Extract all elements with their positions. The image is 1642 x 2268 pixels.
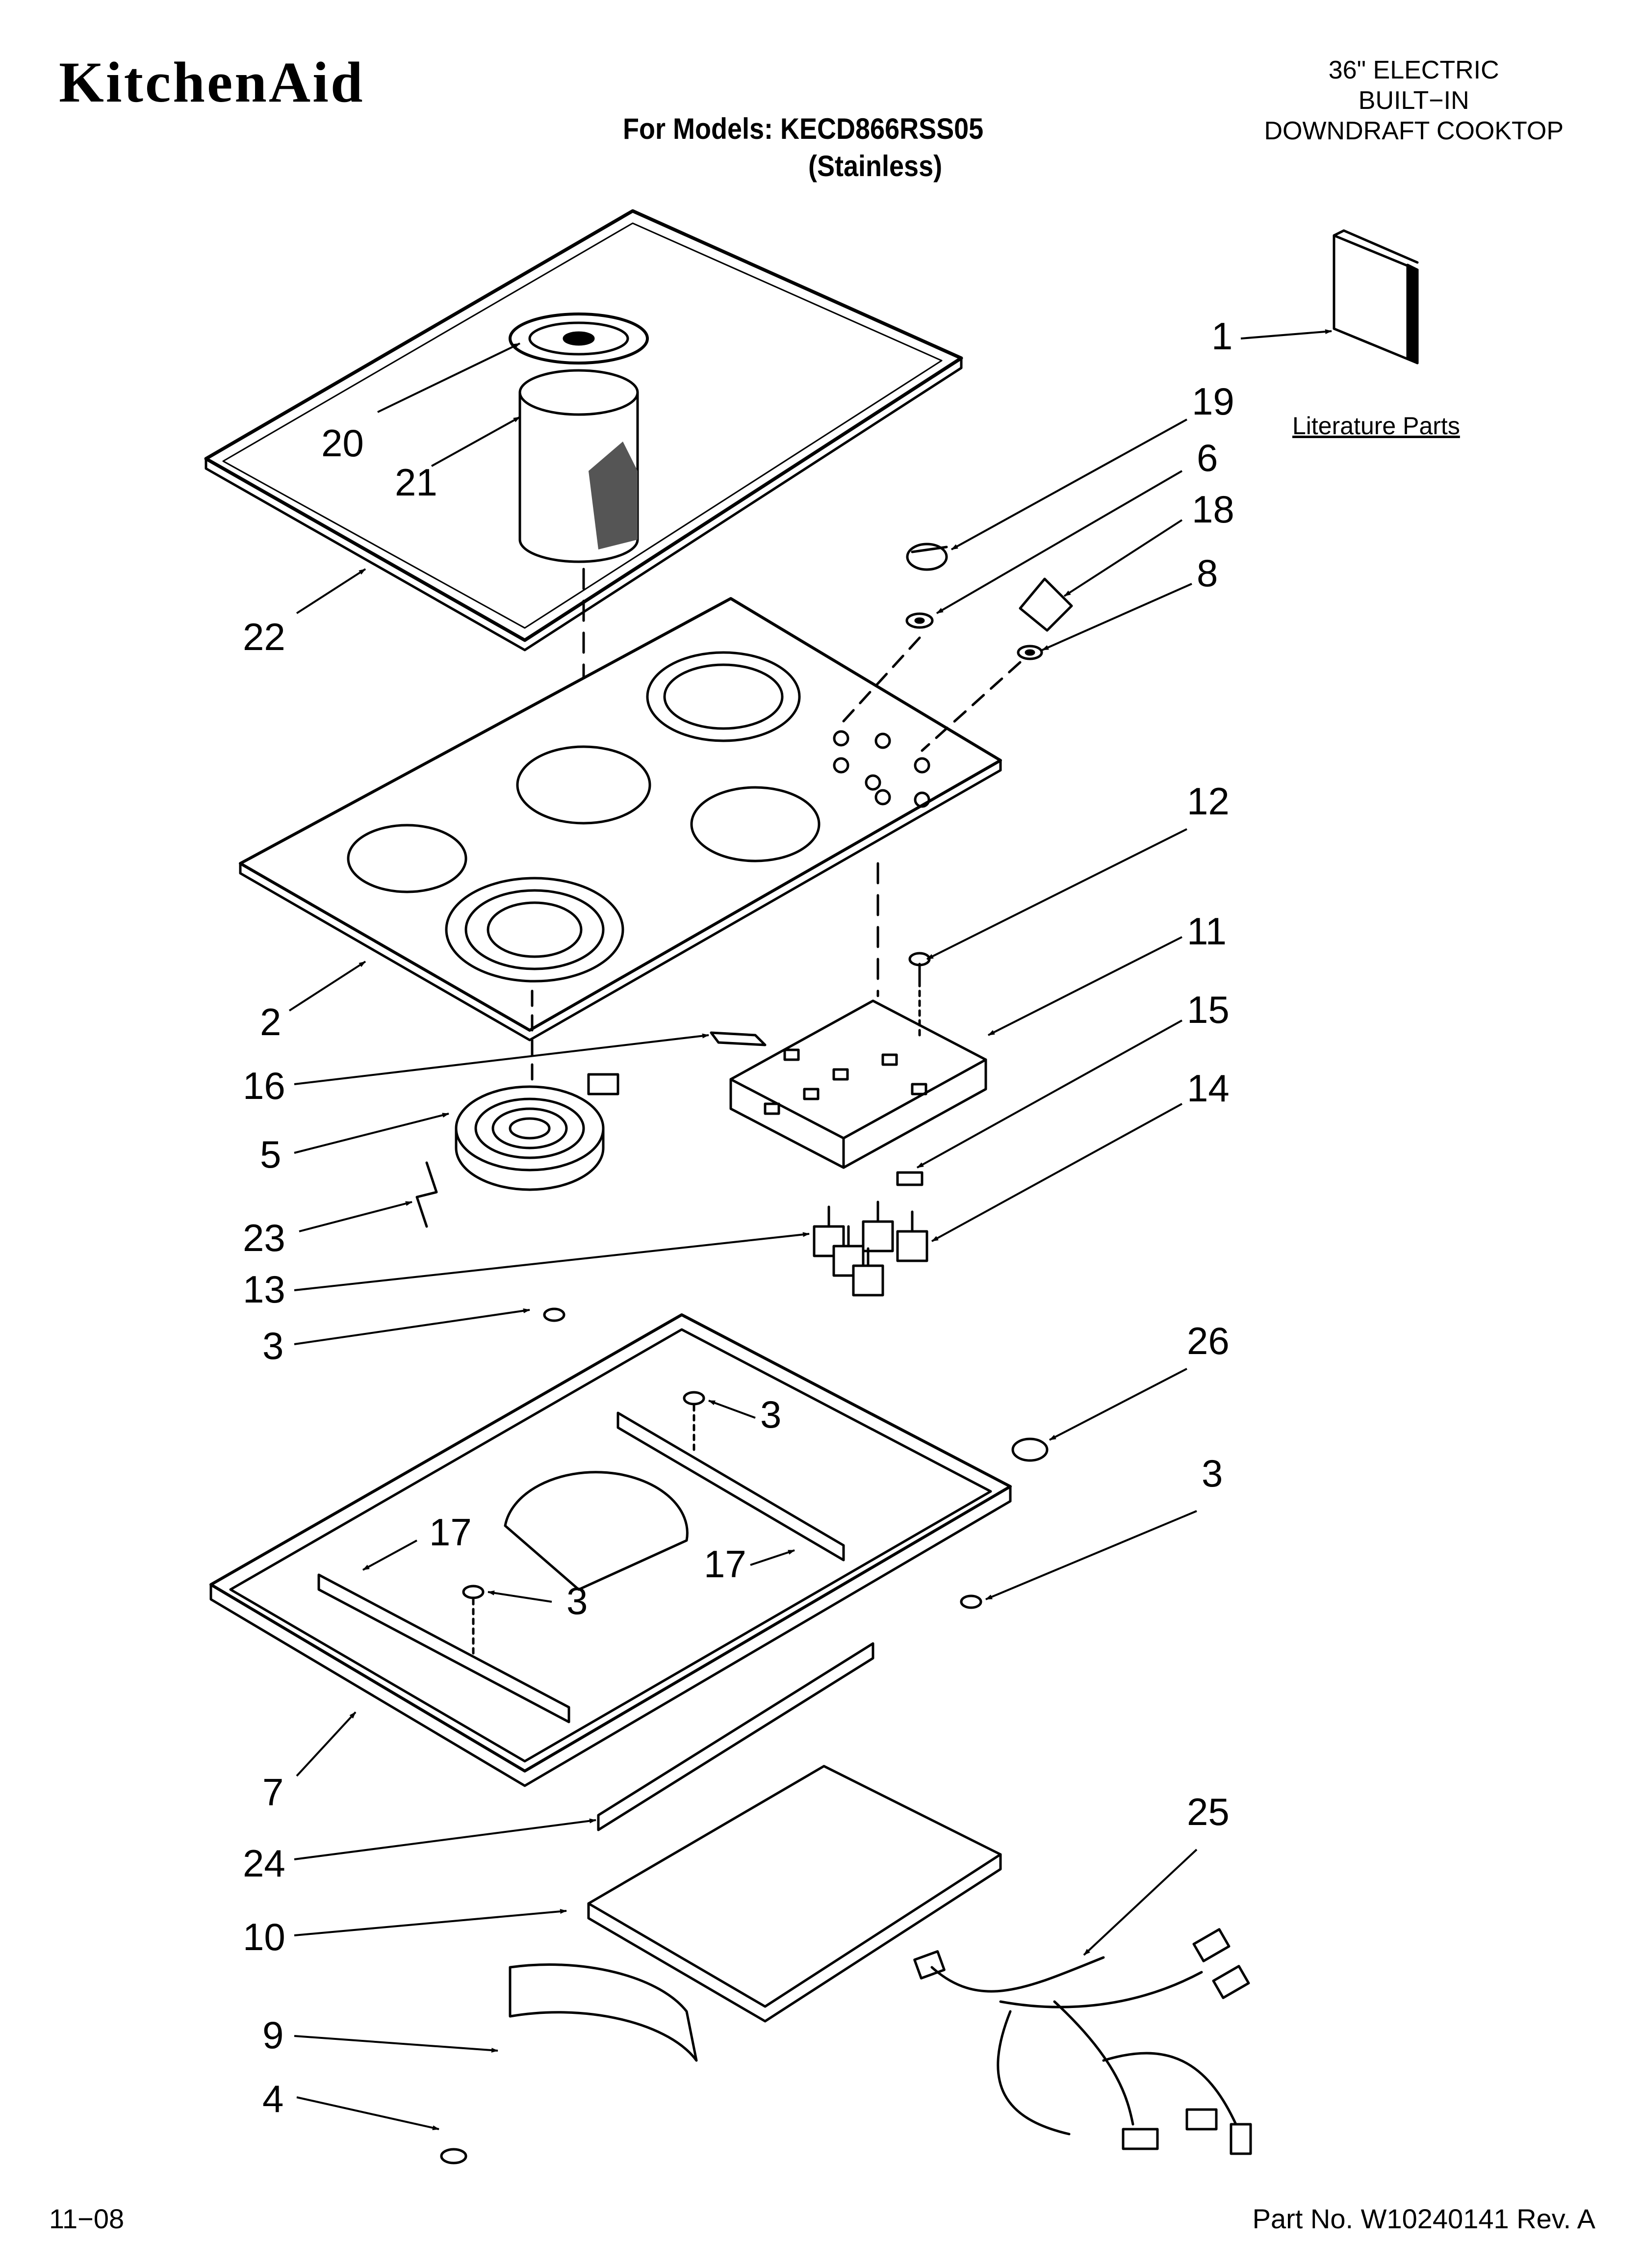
brand-logo: KitchenAid bbox=[59, 50, 365, 114]
models-heading: For Models: KECD866RSS05 (Stainless) bbox=[623, 110, 983, 185]
radiant-element bbox=[455, 1073, 619, 1191]
leader-12 bbox=[926, 828, 1187, 960]
rail-24 bbox=[597, 1642, 874, 1831]
grommet-26 bbox=[1011, 1437, 1049, 1462]
callout-1: 1 bbox=[1211, 314, 1232, 358]
callout-15: 15 bbox=[1187, 988, 1230, 1031]
callout-24: 24 bbox=[243, 1842, 285, 1885]
callout-9: 9 bbox=[262, 2013, 283, 2057]
callout-10: 10 bbox=[243, 1915, 285, 1958]
leader-25 bbox=[1083, 1849, 1198, 1956]
callout-20: 20 bbox=[321, 421, 364, 465]
callout-12: 12 bbox=[1187, 780, 1230, 823]
control-knobs bbox=[842, 543, 1073, 752]
lower-screws bbox=[462, 1307, 982, 1655]
leader-1 bbox=[1240, 329, 1332, 339]
leader-22 bbox=[296, 568, 366, 614]
callout-leader-lines bbox=[288, 329, 1332, 2131]
leader-3b bbox=[708, 1400, 756, 1419]
bracket-15 bbox=[896, 1171, 924, 1186]
leader-17b bbox=[750, 1549, 795, 1566]
leader-20 bbox=[377, 342, 520, 413]
footer-date: 11−08 bbox=[49, 2203, 125, 2234]
leader-26 bbox=[1049, 1368, 1187, 1441]
callout-23: 23 bbox=[243, 1216, 285, 1259]
leader-23 bbox=[299, 1201, 412, 1232]
downdraft-filter bbox=[509, 313, 649, 563]
callout-4: 4 bbox=[262, 2077, 283, 2120]
callout-3c: 3 bbox=[1202, 1452, 1223, 1495]
leader-14 bbox=[931, 1103, 1182, 1242]
leader-15 bbox=[917, 1019, 1182, 1169]
leader-8 bbox=[1042, 583, 1192, 651]
callout-16: 16 bbox=[243, 1064, 285, 1107]
product-title-line1: 36" ELECTRIC bbox=[1328, 56, 1499, 84]
callout-21: 21 bbox=[395, 461, 437, 504]
screw-12 bbox=[908, 952, 931, 1042]
wiring-harness bbox=[913, 1928, 1252, 2155]
leader-18 bbox=[1063, 519, 1183, 597]
callout-11: 11 bbox=[1187, 910, 1227, 953]
leader-7 bbox=[296, 1711, 357, 1777]
shield-9 bbox=[509, 1963, 698, 2062]
leader-9 bbox=[294, 2035, 498, 2053]
glass-cover bbox=[204, 209, 963, 652]
callout-3b: 3 bbox=[760, 1393, 781, 1436]
leader-3a bbox=[294, 1308, 530, 1345]
infinite-switches bbox=[813, 1200, 928, 1297]
leader-24 bbox=[294, 1818, 596, 1860]
models-line: For Models: KECD866RSS05 bbox=[623, 112, 984, 145]
models-finish: (Stainless) bbox=[808, 150, 943, 182]
product-title-line2: BUILT−IN bbox=[1358, 86, 1469, 115]
literature-parts-label: Literature Parts bbox=[1292, 412, 1460, 440]
product-title-line3: DOWNDRAFT COOKTOP bbox=[1264, 117, 1564, 145]
leader-17a bbox=[362, 1539, 417, 1571]
literature-booklet bbox=[1333, 229, 1419, 365]
callout-3d: 3 bbox=[566, 1579, 588, 1622]
callout-19: 19 bbox=[1192, 380, 1234, 423]
leader-21 bbox=[431, 416, 520, 467]
element-tab-16 bbox=[710, 1031, 767, 1046]
leader-19 bbox=[951, 418, 1187, 550]
callout-numbers: 1 19 6 18 8 20 21 22 12 11 15 14 2 16 5 … bbox=[243, 314, 1234, 2120]
callout-25: 25 bbox=[1187, 1790, 1230, 1833]
leader-6 bbox=[936, 470, 1183, 614]
cooktop-glass bbox=[239, 597, 1002, 1042]
leader-5 bbox=[294, 1113, 449, 1154]
leader-2 bbox=[288, 961, 366, 1012]
leader-10 bbox=[294, 1909, 567, 1936]
callout-14: 14 bbox=[1187, 1067, 1230, 1110]
duct-tray bbox=[587, 1765, 1002, 2023]
callout-7: 7 bbox=[262, 1771, 283, 1814]
callout-17b: 17 bbox=[704, 1542, 746, 1586]
callout-26: 26 bbox=[1187, 1319, 1230, 1362]
leader-16 bbox=[294, 1033, 709, 1085]
switch-mount-box bbox=[729, 999, 987, 1169]
callout-22: 22 bbox=[243, 615, 285, 658]
leader-3c bbox=[985, 1510, 1197, 1600]
element-clip-23 bbox=[415, 1161, 438, 1228]
callout-17a: 17 bbox=[429, 1511, 472, 1554]
footer-part-number: Part No. W10240141 Rev. A bbox=[1252, 2203, 1595, 2234]
leader-3d bbox=[487, 1590, 552, 1603]
callout-3a: 3 bbox=[262, 1324, 283, 1367]
callout-5: 5 bbox=[260, 1133, 281, 1176]
lower-frame-pan bbox=[209, 1313, 1012, 1787]
callout-6: 6 bbox=[1197, 436, 1218, 479]
callout-13: 13 bbox=[243, 1268, 285, 1311]
callout-2: 2 bbox=[260, 1000, 281, 1043]
leader-4 bbox=[296, 2096, 439, 2131]
leader-11 bbox=[988, 936, 1182, 1036]
screw-4 bbox=[440, 2148, 467, 2164]
callout-8: 8 bbox=[1197, 551, 1218, 595]
callout-18: 18 bbox=[1192, 488, 1234, 531]
product-title: 36" ELECTRIC BUILT−IN DOWNDRAFT COOKTOP bbox=[1264, 55, 1564, 146]
leader-13 bbox=[294, 1232, 810, 1291]
